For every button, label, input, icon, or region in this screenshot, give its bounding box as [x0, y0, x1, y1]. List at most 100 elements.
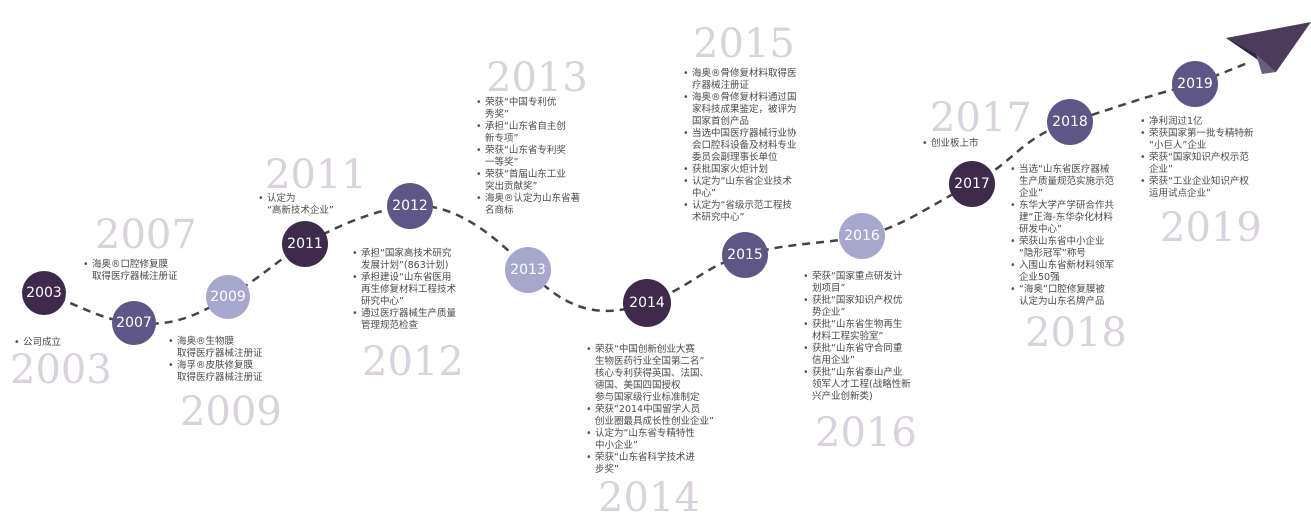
event-line: 划项目” — [812, 283, 846, 294]
timeline-node-2011: 2011 — [282, 221, 328, 267]
node-year-label: 2016 — [844, 228, 880, 244]
event-line: 企业50强 — [1019, 272, 1060, 283]
timeline-node-2017: 2017 — [949, 161, 995, 207]
event-line: 获批“国家知识产权优 — [803, 295, 911, 307]
event-line: 公司成立 — [14, 337, 61, 349]
node-circle — [1172, 61, 1218, 107]
big-year-2003: 2003 — [10, 347, 112, 393]
event-line: “海奥”口腔修复膜被 — [1010, 284, 1114, 296]
event-line: 认定为山东名牌产品 — [1019, 296, 1105, 307]
event-line: 海奥®骨修复材料取得医 — [683, 68, 797, 80]
event-line: 获批“山东省泰山产业 — [803, 367, 911, 379]
timeline-node-2003: 2003 — [22, 271, 66, 315]
node-circle — [387, 183, 433, 229]
big-year-2011: 2011 — [265, 152, 367, 198]
big-year-2013: 2013 — [486, 55, 588, 101]
node-year-label: 2018 — [1052, 114, 1088, 130]
event-line: 海奥®骨修复材料通过国 — [683, 92, 797, 104]
node-circle — [1047, 99, 1093, 145]
timeline-node-2009: 2009 — [206, 275, 250, 319]
event-line: “隐形冠军”称号 — [1019, 248, 1086, 259]
timeline-node-2015: 2015 — [722, 232, 768, 278]
timeline-node-2019: 2019 — [1172, 61, 1218, 107]
event-line: 海奥®生物膜 — [168, 336, 263, 348]
event-line: 企业” — [1019, 188, 1043, 199]
event-line: 海孚®皮肤修复膜 — [168, 360, 263, 372]
node-year-label: 2019 — [1177, 76, 1213, 92]
timeline-node-2014: 2014 — [623, 279, 671, 327]
node-circle — [505, 247, 551, 293]
big-year-2016: 2016 — [815, 410, 917, 456]
event-line: 承担“山东省自主创 — [476, 121, 580, 133]
event-line: 名商标 — [485, 205, 514, 216]
node-circle — [206, 275, 250, 319]
timeline-node-2007: 2007 — [112, 301, 156, 345]
events-2012: 承担“国家高技术研究发展计划”(863计划)承担建设“山东省医用再生修复材料工程… — [352, 248, 456, 332]
event-line: 生物医药行业全国第二名” — [595, 356, 705, 367]
big-year-2009: 2009 — [180, 389, 282, 435]
node-circle — [623, 279, 671, 327]
event-line: 取得医疗器械注册证 — [92, 271, 178, 282]
event-line: 承担“国家高技术研究 — [352, 248, 456, 260]
event-line: 认定为“省级示范工程技 — [683, 200, 797, 212]
event-line: 管理规范检查 — [361, 320, 419, 331]
events-2014: 荣获“中国创新创业大赛生物医药行业全国第二名”核心专利获得英国、法国、德国、美国… — [586, 344, 714, 476]
node-year-label: 2009 — [210, 289, 246, 305]
event-line: 荣获山东省中小企业 — [1010, 236, 1114, 248]
node-circle — [22, 271, 66, 315]
event-line: 德国、美国四国授权 — [595, 380, 681, 391]
event-line: 获批“山东省生物再生 — [803, 319, 911, 331]
event-line: 入围山东省新材料领军 — [1010, 260, 1114, 272]
events-2017: 创业板上市 — [922, 138, 979, 150]
event-line: 新专项” — [485, 133, 519, 144]
node-year-label: 2003 — [26, 285, 62, 301]
events-2013: 荣获“中国专利优秀奖”承担“山东省自主创新专项”荣获“山东省专利奖一等奖”荣获“… — [476, 97, 580, 217]
event-line: 取得医疗器械注册证 — [177, 348, 263, 359]
big-year-2007: 2007 — [95, 212, 197, 258]
event-line: 荣获“中国专利优 — [476, 97, 580, 109]
node-circle — [722, 232, 768, 278]
event-line: “高新技术企业” — [267, 205, 334, 216]
event-line: 再生修复材料工程技术 — [361, 284, 457, 295]
big-year-2014: 2014 — [598, 475, 700, 521]
big-year-2015: 2015 — [693, 21, 795, 67]
event-line: 创业板上市 — [922, 138, 979, 150]
event-line: 荣获“国家知识产权示范 — [1140, 152, 1254, 164]
events-2018: 当选“山东省医疗器械生产质量规范实施示范企业”东华大学产学研合作共建“正海-东华… — [1010, 164, 1114, 308]
timeline-nodes: 2003200720092011201220132014201520162017… — [22, 61, 1218, 345]
node-year-label: 2013 — [510, 262, 546, 278]
event-line: 取得医疗器械注册证 — [177, 372, 263, 383]
node-year-label: 2007 — [116, 315, 152, 331]
event-line: 海奥®口腔修复膜 — [83, 259, 178, 271]
event-line: 认定为“山东省企业技术 — [683, 176, 797, 188]
node-circle — [839, 213, 885, 259]
event-line: 通过医疗器械生产质量 — [352, 308, 456, 320]
events-2016: 荣获“国家重点研发计划项目”获批“国家知识产权优势企业”获批“山东省生物再生材料… — [803, 271, 911, 403]
event-line: 发展计划”(863计划) — [361, 260, 449, 271]
event-line: 建“正海-东华杂化材料 — [1019, 212, 1113, 223]
big-year-2018: 2018 — [1025, 310, 1127, 356]
event-line: 国家首创产品 — [692, 116, 750, 127]
event-line: 当选中国医疗器械行业协 — [683, 128, 797, 140]
event-line: 荣获“工业企业知识产权 — [1140, 176, 1254, 188]
events-2015: 海奥®骨修复材料取得医疗器械注册证海奥®骨修复材料通过国家科技成果鉴定，被评为国… — [683, 68, 797, 224]
event-line: 运用试点企业” — [1149, 188, 1211, 199]
event-line: 认定为“山东省专精特性 — [586, 428, 714, 440]
events-2003: 公司成立 — [14, 337, 61, 349]
event-line: “小巨人”企业 — [1149, 140, 1207, 151]
paper-plane-icon — [1226, 22, 1311, 74]
node-circle — [282, 221, 328, 267]
timeline-node-2016: 2016 — [839, 213, 885, 259]
event-line: 研发中心” — [1019, 224, 1062, 235]
event-line: 领军人才工程(战略性新 — [812, 379, 911, 390]
event-line: 一等奖” — [485, 157, 519, 168]
event-line: 获批“山东省守合同重 — [803, 343, 911, 355]
event-line: 企业” — [1149, 164, 1173, 175]
event-line: 中心” — [692, 188, 716, 199]
events-2019: 净利润过1亿荣获国家第一批专精特新“小巨人”企业荣获“国家知识产权示范企业”荣获… — [1140, 116, 1254, 200]
node-year-label: 2017 — [954, 176, 990, 192]
event-line: 认定为 — [258, 193, 334, 205]
event-line: 荣获“2014中国留学人员 — [586, 404, 714, 416]
event-line: 研究中心” — [361, 296, 404, 307]
